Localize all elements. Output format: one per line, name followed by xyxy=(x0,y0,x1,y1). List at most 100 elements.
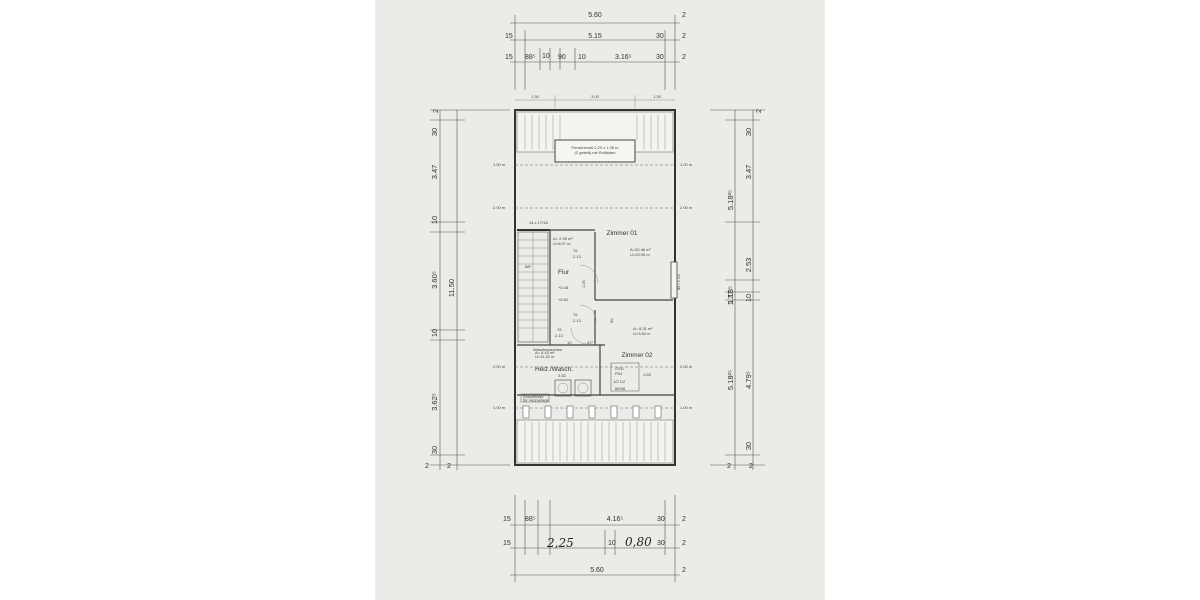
top-total-dim: 5.60 xyxy=(588,12,602,19)
right-outer-3: 10 xyxy=(744,294,753,302)
right-outer-0: 30 xyxy=(744,128,753,136)
left-seg-3: 3.60⁵ xyxy=(430,271,439,289)
dim-90: 90 xyxy=(609,318,614,323)
top-row3-a: 15 xyxy=(505,54,513,61)
right-window xyxy=(670,261,678,299)
bottom-row2-d: 30 xyxy=(657,540,665,547)
gsu-p04: P04 xyxy=(615,371,623,376)
hm-left-0: 1.00 m xyxy=(493,162,506,167)
bottom-row1-a: 15 xyxy=(503,516,511,523)
bottom-row1-d: 30 xyxy=(657,516,665,523)
door-b-width: 76 xyxy=(573,312,578,317)
right-outer-2: 2.53 xyxy=(744,258,753,273)
window-dimension-chain: 1.30 3.00 1.30 xyxy=(515,94,675,110)
left-total: 11.50 xyxy=(447,279,456,297)
hm-right-2: 2.00 m xyxy=(680,364,693,369)
top-row3-g: 30 xyxy=(656,54,664,61)
top-row3-b: 88⁵ xyxy=(525,54,536,61)
room-zimmer01-perim: U=20.95 m xyxy=(630,252,650,257)
stair-note: 14 x 17/18 xyxy=(529,220,548,225)
hm-right-3: 1.00 m xyxy=(680,405,693,410)
door-b-height: 2.13 xyxy=(573,318,582,323)
dim-10: 10 xyxy=(567,340,572,345)
window-dim-b: 3.00 xyxy=(591,94,600,99)
top-row1-end: 2 xyxy=(682,12,686,19)
left-seg-0: 30 xyxy=(430,128,439,136)
bottom-dimension-chains: 15 88⁵ 4.16⁵ 30 2 15 2,25 10 0,80 30 2 5… xyxy=(503,495,686,582)
stair-label: 88⁵ xyxy=(525,264,531,269)
appliance-1 xyxy=(554,379,572,397)
room-heiz-area: A= 6.43 m² xyxy=(535,350,555,355)
room-flur-name: Flur xyxy=(558,269,570,276)
right-outer-4: 4.79⁵ xyxy=(744,371,753,389)
bottom-row1-e: 2 xyxy=(682,516,686,523)
window-dim-a: 1.30 xyxy=(531,94,540,99)
left-seg-1: 3.47 xyxy=(430,165,439,180)
heating-connection-box xyxy=(520,393,550,403)
gsu-label: GSU xyxy=(615,366,624,371)
room-zimmer02-name: Zimmer 02 xyxy=(621,352,652,359)
bottom-row2-a: 15 xyxy=(503,540,511,547)
room-zimmer02-area: A= 8.31 m² xyxy=(633,326,653,331)
right-inner-2: 1.13⁵ xyxy=(726,286,735,304)
right-inner-1: 1.77 xyxy=(726,291,735,306)
right-bottom-b: 2 xyxy=(749,463,753,470)
bottom-handwritten-1: 2,25 xyxy=(546,536,574,550)
right-inner-0: 5.18²⁵ xyxy=(726,190,735,210)
room-zimmer02-perim: U=3.64 m xyxy=(633,331,651,336)
top-row2-end: 2 xyxy=(682,33,686,40)
room-heiz-perim: U=11.31 m xyxy=(535,354,555,359)
kneewall-posts xyxy=(522,405,662,419)
appliance-1-drum xyxy=(557,382,569,394)
room-flur-area: A= 2.95 m² xyxy=(553,236,573,241)
bottom-handwritten-2: 0,80 xyxy=(625,535,652,549)
hm-right-1: 2.00 m xyxy=(680,205,693,210)
right-outer-1: 3.47 xyxy=(744,165,753,180)
room-zimmer01-area: A=20.46 m² xyxy=(630,247,651,252)
door-c-height: 2.13 xyxy=(555,333,564,338)
flur-level2: +5.60 xyxy=(558,297,569,302)
window-note-line2: (2 geteilt) mit Rollladen xyxy=(575,150,616,155)
stair-treads xyxy=(518,232,548,342)
top-row2-left: 15 xyxy=(505,33,513,40)
right-outer-5: 30 xyxy=(744,442,753,450)
left-seg-4: 10 xyxy=(430,329,439,337)
left-seg-5: 3.62⁵ xyxy=(430,393,439,411)
door-c-width: 76 xyxy=(557,327,562,332)
top-row3-f: 3.16⁵ xyxy=(615,54,632,61)
left-top-2: 2 xyxy=(433,109,440,113)
right-inner-3: 5.18²⁵ xyxy=(726,370,735,390)
floor-plan: 5.60 2 15 5.15 30 2 15 88⁵ 10 90 10 3.16… xyxy=(425,12,765,582)
top-roof-hatch xyxy=(524,115,666,150)
hm-left-1: 2.00 m xyxy=(493,205,506,210)
appliance-2 xyxy=(574,379,592,397)
heizung-note-2: für Heizanlage xyxy=(523,398,550,403)
right-dimension-chains: 2 30 3.47 2.53 10 4.79⁵ 30 5.18²⁵ 1.77 1… xyxy=(710,109,765,470)
gsu-total: 66/98 xyxy=(615,386,626,391)
door-a-height: 2.13 xyxy=(573,254,582,259)
left-seg-6: 30 xyxy=(430,446,439,454)
appliance-2-drum xyxy=(577,382,589,394)
bottom-row1-c: 4.16⁵ xyxy=(607,516,624,523)
top-row3-e: 10 xyxy=(578,54,586,61)
room-heiz-name: Heiz./Wasch. xyxy=(535,366,573,373)
right-top-2: 2 xyxy=(756,109,763,113)
building: Fenstermaß 2,20 x 1,35 m (2 geteilt) mit… xyxy=(493,109,693,466)
dim-915: 91⁵ xyxy=(587,340,593,345)
top-dimension-chains: 5.60 2 15 5.15 30 2 15 88⁵ 10 90 10 3.16… xyxy=(505,12,686,90)
gsu-box xyxy=(610,362,640,392)
window-note-line1: Fenstermaß 2,20 x 1,35 m xyxy=(572,145,620,150)
left-seg-2: 10 xyxy=(430,216,439,224)
bottom-row2-e: 2 xyxy=(682,540,686,547)
window-dim-c: 1.30 xyxy=(653,94,662,99)
top-row2-right: 30 xyxy=(656,33,664,40)
bottom-row2-c: 10 xyxy=(608,540,616,547)
dim-125: 1.25 xyxy=(581,279,586,288)
heizung-note-1: Anschlüsse xyxy=(523,394,544,399)
bottom-roof-hatch xyxy=(524,422,666,461)
bottom-row1-b: 88⁵ xyxy=(525,516,536,523)
hm-left-3: 1.00 m xyxy=(493,405,506,410)
hm-left-2: 2.00 m xyxy=(493,364,506,369)
left-bottom-a: 2 xyxy=(425,463,429,470)
room-heiz-dim: 3.52 xyxy=(558,373,567,378)
